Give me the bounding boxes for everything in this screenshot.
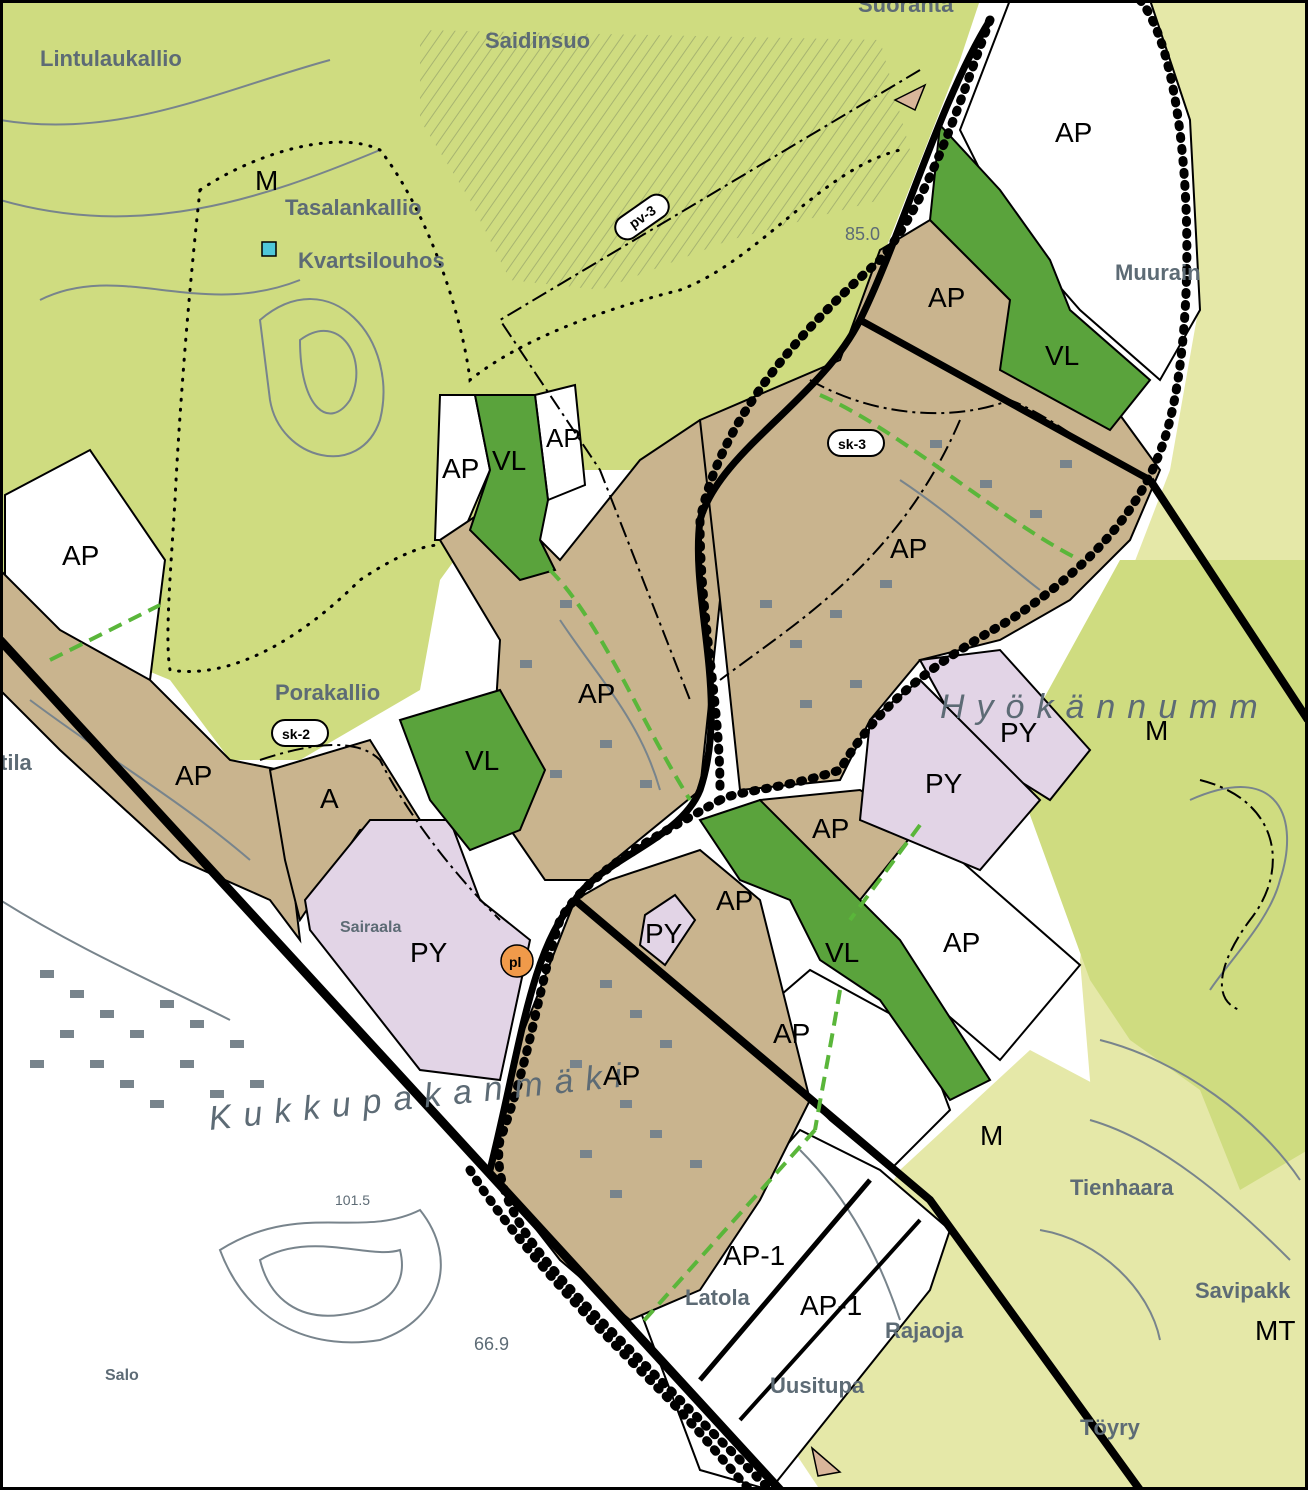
zone-label-vl-corridor: VL	[825, 937, 859, 968]
sk3-badge	[827, 429, 885, 457]
zone-label-py-small: PY	[645, 918, 683, 949]
zone-label-m-south: M	[980, 1120, 1003, 1151]
area-vl-corridor	[698, 798, 992, 1102]
zone-label-ap-eastmid: AP	[812, 813, 849, 844]
zone-label-ap-strip: AP	[175, 760, 212, 791]
area-a	[268, 738, 422, 923]
direction-arrow-icon-north	[893, 83, 927, 112]
area-vl-mid	[398, 688, 547, 852]
place-kvartsilouhos: Kvartsilouhos	[298, 248, 445, 273]
elevation-2: 66.9	[474, 1334, 509, 1354]
zone-label-a: A	[320, 783, 339, 814]
area-py-east-2	[858, 678, 1042, 872]
sk2-badge-label: sk-2	[282, 726, 310, 742]
sk3-badge-label: sk-3	[838, 436, 866, 452]
building-footprints	[30, 440, 1072, 1198]
place-saidinsuo: Saidinsuo	[485, 28, 590, 53]
zone-label-ap-southcentral: AP	[603, 1060, 640, 1091]
place-tasalankallio: Tasalankallio	[285, 195, 422, 220]
area-vl-ne	[928, 122, 1152, 432]
zone-label-py-east-2: PY	[925, 768, 963, 799]
zone-label-mt: MT	[1255, 1315, 1295, 1346]
elevation-3: 101.5	[335, 1192, 370, 1208]
zone-label-ap-east: AP	[890, 533, 927, 564]
pv3-badge	[614, 193, 670, 241]
place-tila: tila	[0, 750, 33, 775]
zone-label-vl-north: VL	[492, 445, 526, 476]
area-py-hospital	[303, 819, 532, 1082]
zone-label-ap-ne-2: AP	[928, 282, 965, 313]
zone-label-ap-ne: AP	[1055, 117, 1092, 148]
zone-label-ap-north-1: AP	[442, 453, 479, 484]
zone-label-ap-se: AP	[943, 927, 980, 958]
area-ap-north-white-1	[433, 394, 492, 541]
green-links	[49, 393, 1081, 1327]
zone-label-vl-mid: VL	[465, 745, 499, 776]
dash-dot-lines	[259, 69, 1274, 1011]
area-vl-north	[468, 394, 557, 582]
direction-arrow-icon-south	[810, 1445, 842, 1477]
zone-label-ap1-east: AP-1	[800, 1290, 862, 1321]
planning-area-boundary	[465, 0, 1192, 1490]
zone-label-m-east: M	[1145, 715, 1168, 746]
heritage-route-boundary	[166, 140, 902, 673]
place-lintulaukallio: Lintulaukallio	[40, 46, 182, 71]
place-tienhaara: Tienhaara	[1070, 1175, 1174, 1200]
quarry-marker-icon	[261, 241, 277, 257]
pl-marker-label: pl	[509, 954, 521, 970]
zone-label-m-north: M	[255, 165, 278, 196]
forest-area-southeast	[1010, 560, 1308, 1190]
sk2-badge	[271, 719, 329, 747]
zone-label-ap1-west: AP-1	[723, 1240, 785, 1271]
zone-label-ap-west: AP	[62, 540, 99, 571]
meadow-south	[760, 1050, 1270, 1490]
place-rajaoja: Rajaoja	[885, 1318, 964, 1343]
area-ap-west-strip	[0, 568, 302, 944]
zone-label-ap-central: AP	[578, 678, 615, 709]
area-ap1-white	[638, 1128, 952, 1490]
zone-label-py-hospital: PY	[410, 937, 448, 968]
elevation-1: 85.0	[845, 224, 880, 244]
pl-marker-icon	[500, 944, 534, 978]
area-py-small	[638, 893, 697, 967]
place-muurain: Muurain	[1115, 260, 1201, 285]
place-savipakka: Savipakk	[1195, 1278, 1291, 1303]
place-salo: Salo	[105, 1367, 139, 1384]
place-toyrya: Töyry	[1080, 1415, 1141, 1440]
zone-label-ap-south: AP	[773, 1018, 810, 1049]
wetland-hatch	[420, 30, 910, 290]
zone-label-vl-ne: VL	[1045, 340, 1079, 371]
place-latola: Latola	[685, 1285, 751, 1310]
place-uusitupa: Uusitupa	[770, 1373, 865, 1398]
place-hyokannummi: Hyökännumm	[940, 688, 1270, 726]
place-suoranta: Suoranta	[858, 0, 954, 17]
zone-label-ap-mid: AP	[716, 885, 753, 916]
zone-label-ap-north-2: AP	[546, 423, 581, 453]
zone-label-py-east-1: PY	[1000, 717, 1038, 748]
place-sairaala: Sairaala	[340, 919, 401, 936]
place-porakallio: Porakallio	[275, 680, 380, 705]
